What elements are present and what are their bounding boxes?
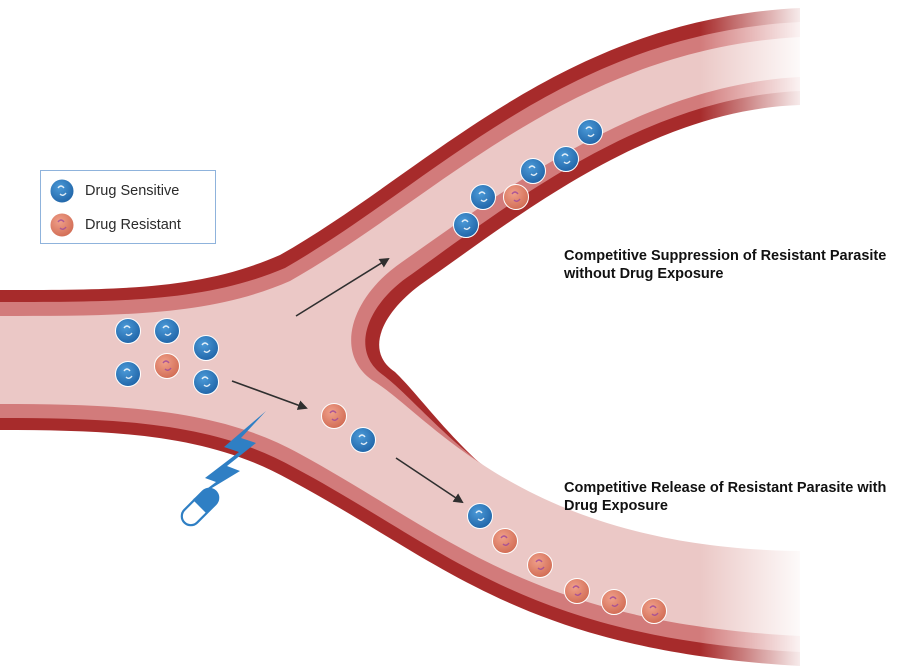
drug-sensitive-parasite-icon [49,178,75,204]
drug-resistant-parasite-icon [322,404,347,429]
drug-resistant-parasite-icon [602,590,627,615]
drug-sensitive-parasite-icon [155,319,180,344]
legend-label-drug-resistant: Drug Resistant [85,217,181,233]
legend-item-drug-resistant: Drug Resistant [49,211,181,239]
lower-branch-caption-line1: Competitive Release of Resistant Parasit… [564,479,886,497]
drug-sensitive-parasite-icon [351,428,376,453]
drug-sensitive-parasite-icon [116,319,141,344]
drug-sensitive-parasite-icon [554,147,579,172]
lower-branch-caption: Competitive Release of Resistant Parasit… [564,479,886,515]
drug-resistant-parasite-icon [155,354,180,379]
drug-resistant-parasite-icon [49,212,75,238]
drug-sensitive-parasite-icon [521,159,546,184]
drug-sensitive-parasite-icon [194,336,219,361]
legend-label-drug-sensitive: Drug Sensitive [85,183,179,199]
upper-branch-caption: Competitive Suppression of Resistant Par… [564,247,886,283]
drug-resistant-parasite-icon [528,553,553,578]
upper-branch-caption-line1: Competitive Suppression of Resistant Par… [564,247,886,265]
drug-sensitive-parasite-icon [454,213,479,238]
lower-branch-caption-line2: Drug Exposure [564,497,886,515]
drug-sensitive-parasite-icon [471,185,496,210]
drug-resistant-parasite-icon [493,529,518,554]
drug-resistant-parasite-icon [565,579,590,604]
drug-capsule-icon [178,485,222,529]
legend-item-drug-sensitive: Drug Sensitive [49,177,179,205]
legend: Drug Sensitive Drug Resistant [40,170,216,244]
drug-sensitive-parasite-icon [468,504,493,529]
drug-resistant-parasite-icon [642,599,667,624]
drug-sensitive-parasite-icon [194,370,219,395]
upper-branch-caption-line2: without Drug Exposure [564,265,886,283]
drug-sensitive-parasite-icon [578,120,603,145]
drug-sensitive-parasite-icon [116,362,141,387]
vessel-fade-right [700,0,810,666]
drug-resistant-parasite-icon [504,185,529,210]
